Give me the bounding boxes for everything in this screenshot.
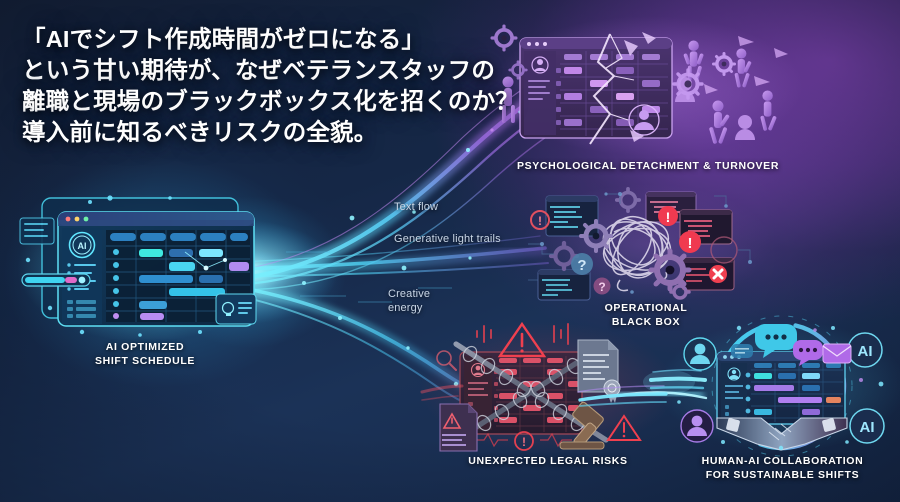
node-label-unexpected-legal-risks: UNEXPECTED LEGAL RISKS [468,455,628,467]
ai-badge: AI [847,332,883,368]
node-label-operational-black-box: OPERATIONAL BLACK BOX [604,302,688,328]
svg-text:!: ! [538,214,542,228]
svg-text:AI: AI [858,343,873,360]
lightbulb-panel [215,293,257,325]
user-avatar [683,337,717,371]
node-ai-optimized-shift-schedule[interactable]: AI [17,190,273,342]
headline-line-2: という甘い期待が、なぜベテランスタッフの [22,57,496,83]
ai-circle-badge: AI [78,241,87,251]
svg-text:AI: AI [860,419,875,436]
svg-text:!: ! [522,435,526,449]
svg-text:!: ! [666,209,671,225]
user-avatar [680,409,714,443]
svg-text:?: ? [598,280,605,294]
flow-label-creative-energy: Creative energy [388,288,431,314]
node-operational-black-box[interactable]: ? ? ! ! ! [522,184,772,304]
node-human-ai-collaboration[interactable]: AI AI [643,315,900,457]
node-label-human-ai-collaboration: HUMAN-AI COLLABORATION FOR SUSTAINABLE S… [701,455,864,481]
chat-bubble-icon [731,344,753,358]
headline-line-3: 離職と現場のブラックボックス化を招くのか？ [22,88,519,114]
node-unexpected-legal-risks[interactable]: ! [420,321,676,454]
svg-text:?: ? [577,257,586,274]
headline-line-4: 導入前に知るべきリスクの全貌。 [22,119,378,145]
legal-document-icon [439,403,478,452]
progress-bar [21,273,91,287]
flow-label-text-flow: Text flow [394,201,439,213]
node-psychological-detachment-turnover[interactable] [490,16,803,156]
ai-badge: AI [849,408,885,444]
node-label-ai-optimized-shift-schedule: AI OPTIMIZED SHIFT SCHEDULE [94,341,196,367]
error-x-icon [709,265,727,283]
svg-text:!: ! [688,235,693,252]
envelope-icon [822,343,852,364]
page-title: 「AIでシフト作成時間がゼロになる」 という甘い期待が、なぜベテランスタッフの … [22,24,542,148]
flow-label-generative-light-trails: Generative light trails [394,233,501,245]
headline-line-1: 「AIでシフト作成時間がゼロになる」 [22,26,426,52]
node-label-psychological-detachment-turnover: PSYCHOLOGICAL DETACHMENT & TURNOVER [516,160,780,172]
